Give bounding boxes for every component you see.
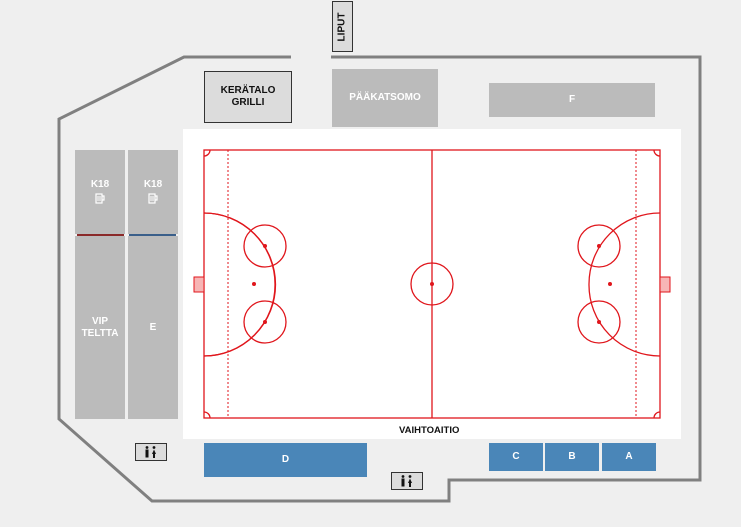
- section-c-label: C: [512, 451, 520, 462]
- section-a-label: A: [625, 451, 633, 462]
- toilet-icon: [145, 446, 156, 458]
- beer-mug-icon: [95, 193, 105, 204]
- k18-right-divider: [129, 234, 176, 236]
- keratalo-grilli[interactable]: KERÄTALO GRILLI: [204, 71, 292, 123]
- toilet-left[interactable]: [135, 443, 167, 461]
- section-d-label: D: [281, 454, 290, 465]
- bench-label-vaihtoaitio: VAIHTOAITIO: [399, 425, 460, 436]
- section-k18-right[interactable]: K18: [128, 150, 178, 234]
- section-b[interactable]: B: [545, 443, 599, 471]
- section-e-label: E: [149, 321, 157, 333]
- vip-teltta-label: VIP TELTTA: [81, 315, 119, 339]
- section-d[interactable]: D: [204, 443, 367, 477]
- beer-mug-icon: [148, 193, 158, 204]
- section-a[interactable]: A: [602, 443, 656, 471]
- toilet-icon: [401, 475, 412, 487]
- main-stand-paakatsomo[interactable]: PÄÄKATSOMO: [332, 69, 438, 127]
- section-f[interactable]: F: [489, 83, 655, 117]
- section-b-label: B: [568, 451, 576, 462]
- section-c[interactable]: C: [489, 443, 543, 471]
- toilet-right[interactable]: [391, 472, 423, 490]
- k18-left-label: K18: [90, 179, 110, 190]
- keratalo-grilli-label: KERÄTALO GRILLI: [220, 85, 276, 108]
- section-k18-left[interactable]: K18: [75, 150, 125, 234]
- k18-left-divider: [77, 234, 124, 236]
- section-f-label: F: [568, 94, 576, 105]
- paakatsomo-label: PÄÄKATSOMO: [349, 92, 421, 103]
- section-e[interactable]: E: [128, 236, 178, 419]
- ticket-booth-liput[interactable]: LIPUT: [332, 1, 353, 52]
- k18-right-label: K18: [143, 179, 163, 190]
- section-vip-teltta[interactable]: VIP TELTTA: [75, 236, 125, 419]
